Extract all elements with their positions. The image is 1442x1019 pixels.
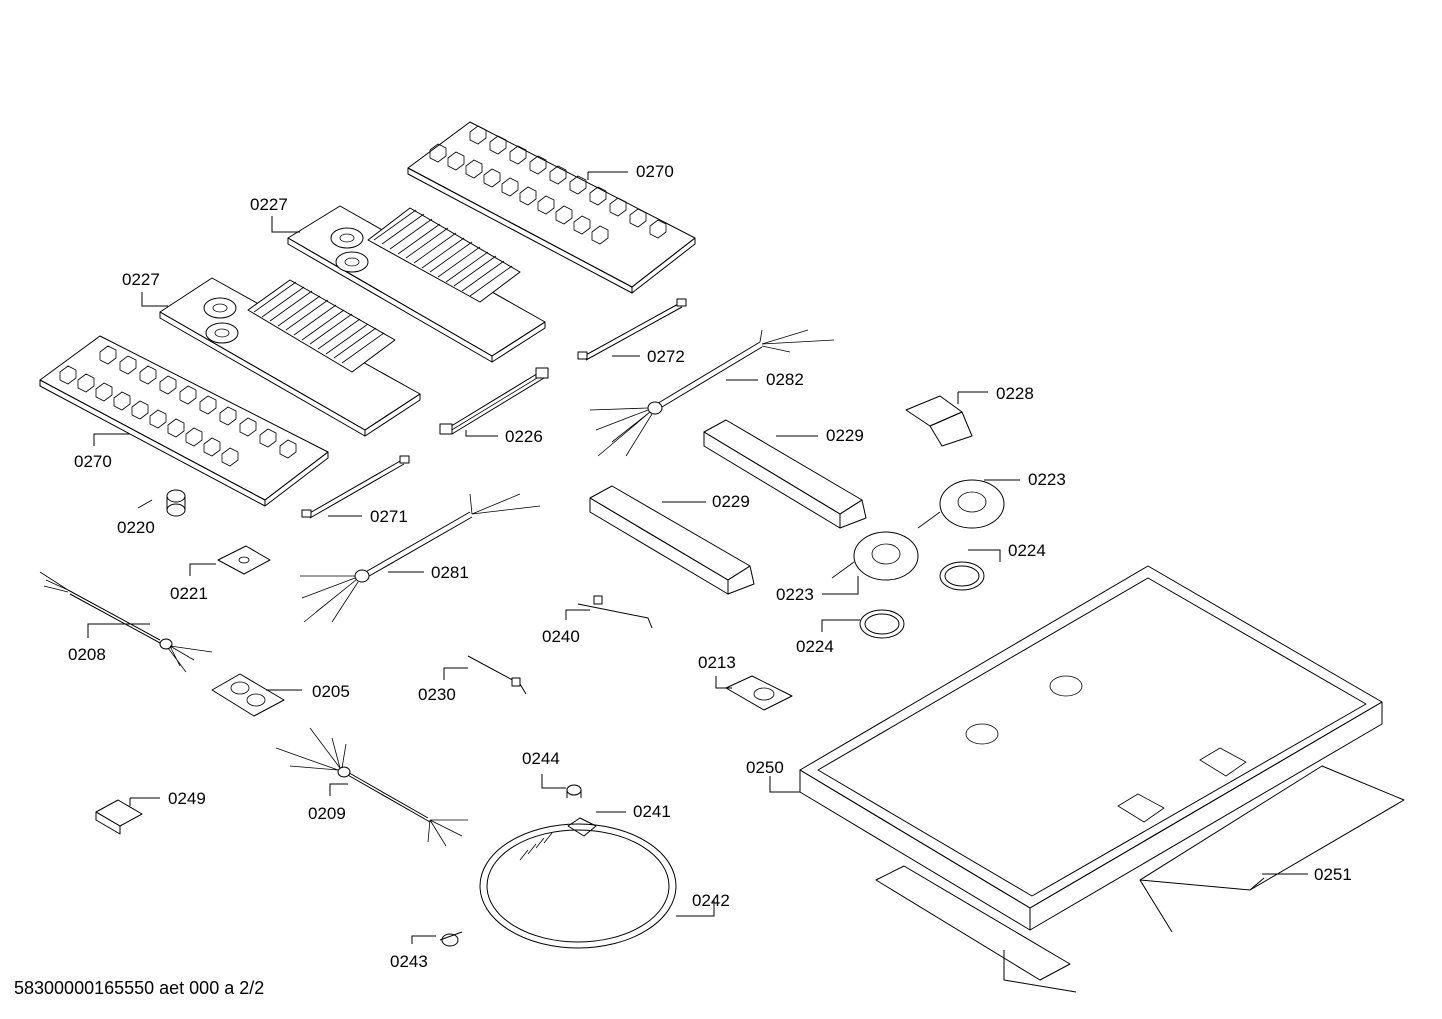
callout-0243: 0243 xyxy=(390,952,428,971)
power-cord-0208 xyxy=(39,571,213,673)
callout-0224-lower: 0224 xyxy=(796,637,834,656)
filter-board-0205 xyxy=(211,673,285,717)
callout-0205: 0205 xyxy=(312,682,350,701)
ring-lower xyxy=(859,609,905,639)
callout-0226: 0226 xyxy=(505,427,543,446)
ribbon-cable-0226 xyxy=(439,367,549,435)
clip-0230 xyxy=(467,655,527,695)
ribbon-cable-0271 xyxy=(301,455,410,519)
power-module-lower xyxy=(159,277,421,437)
callout-0281: 0281 xyxy=(431,563,469,582)
callout-0282: 0282 xyxy=(766,370,804,389)
callout-0223-upper: 0223 xyxy=(1028,470,1066,489)
holder-0213 xyxy=(725,675,793,711)
callout-labels: 0270 0227 0227 0270 0272 0282 0228 0226 … xyxy=(68,162,1352,971)
clip-0243 xyxy=(439,931,463,947)
callout-0242: 0242 xyxy=(692,891,730,910)
document-code: 58300000165550 aet 000 a 2/2 xyxy=(14,978,265,998)
callout-0223-lower: 0223 xyxy=(776,585,814,604)
callout-0272: 0272 xyxy=(647,347,685,366)
clip-0244 xyxy=(566,784,582,798)
leader-lines xyxy=(87,171,1308,944)
housing-tray-0250 xyxy=(799,565,1383,931)
clamp-0241 xyxy=(567,817,597,837)
callout-0221: 0221 xyxy=(170,584,208,603)
callout-0270-top: 0270 xyxy=(636,162,674,181)
callout-0229-upper: 0229 xyxy=(826,426,864,445)
callout-0271: 0271 xyxy=(370,507,408,526)
callout-0270-lower: 0270 xyxy=(74,452,112,471)
callout-0250: 0250 xyxy=(746,758,784,777)
callout-0228: 0228 xyxy=(996,384,1034,403)
knob-0220 xyxy=(166,489,186,517)
callout-0224-upper: 0224 xyxy=(1008,541,1046,560)
callout-0244: 0244 xyxy=(522,749,560,768)
air-duct-lower xyxy=(589,485,755,595)
bracket-0228 xyxy=(905,395,973,447)
callout-0227-upper: 0227 xyxy=(250,195,288,214)
clip-0240 xyxy=(577,595,653,629)
ribbon-cable-0272 xyxy=(577,298,687,361)
callout-0213: 0213 xyxy=(698,653,736,672)
callout-0229-lower: 0229 xyxy=(712,492,750,511)
callout-0251: 0251 xyxy=(1314,865,1352,884)
callout-0209: 0209 xyxy=(308,804,346,823)
sensor-cover-0221 xyxy=(217,545,271,575)
terminal-block-0249 xyxy=(95,799,143,835)
wire-harness-0281 xyxy=(300,493,541,623)
ring-upper xyxy=(939,561,985,591)
support-frame-0251 xyxy=(875,765,1405,993)
wire-harness-0209 xyxy=(275,727,468,847)
fan-lower xyxy=(831,531,919,581)
power-module-upper xyxy=(287,205,546,363)
wire-harness-0282 xyxy=(589,329,835,457)
callout-0230: 0230 xyxy=(418,685,456,704)
callout-0241: 0241 xyxy=(633,802,671,821)
callout-0240: 0240 xyxy=(542,627,580,646)
callout-0220: 0220 xyxy=(117,518,155,537)
air-duct-upper xyxy=(703,419,867,529)
control-board-top xyxy=(407,121,696,294)
fan-upper xyxy=(917,479,1005,529)
hose-0242 xyxy=(479,823,677,949)
callout-0208: 0208 xyxy=(68,645,106,664)
control-board-lower xyxy=(39,335,329,507)
callout-0227-lower: 0227 xyxy=(122,270,160,289)
callout-0249: 0249 xyxy=(168,789,206,808)
